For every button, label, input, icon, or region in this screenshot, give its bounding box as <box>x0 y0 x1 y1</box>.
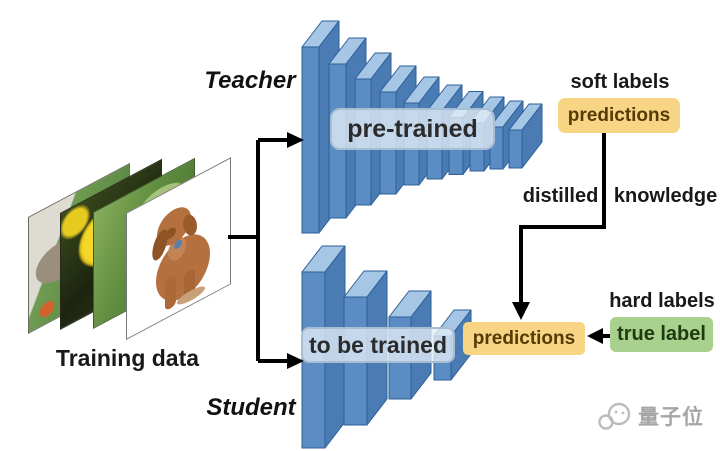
training-data-caption: Training data <box>55 345 200 371</box>
watermark-brand-text: 量子位 <box>638 406 704 429</box>
student-predictions-box: predictions <box>463 322 585 355</box>
distilled-knowledge-line <box>519 133 606 303</box>
teacher-predictions-box: predictions <box>558 98 680 133</box>
student-role-label: Student <box>206 394 296 421</box>
qbitai-logo-icon <box>598 402 631 430</box>
arrowhead-to-student <box>287 353 304 369</box>
dog-illustration <box>152 207 210 310</box>
watermark: 量子位 <box>597 400 704 432</box>
student-state-box: to be trained <box>301 327 455 363</box>
student-predictions-label: predictions <box>472 327 576 349</box>
hard-labels-caption: hard labels <box>609 290 715 312</box>
teacher-state-box: pre-trained <box>330 108 495 150</box>
soft-labels-caption: soft labels <box>570 71 670 93</box>
true-label-text: true label <box>617 323 706 345</box>
training-image-dog <box>126 157 231 340</box>
arrowhead-to-teacher <box>287 132 304 148</box>
input-branch-line <box>228 138 289 363</box>
true-label-box: true label <box>610 317 713 352</box>
flow-arrows <box>228 132 610 369</box>
arrowhead-true-label <box>587 328 603 344</box>
teacher-role-label: Teacher <box>204 67 296 94</box>
student-state-label: to be trained <box>308 331 447 358</box>
arrowhead-distilled <box>512 302 530 320</box>
teacher-state-label: pre-trained <box>347 114 478 143</box>
teacher-predictions-label: predictions <box>567 104 671 126</box>
distilled-knowledge-caption: distilled knowledge <box>522 185 718 207</box>
